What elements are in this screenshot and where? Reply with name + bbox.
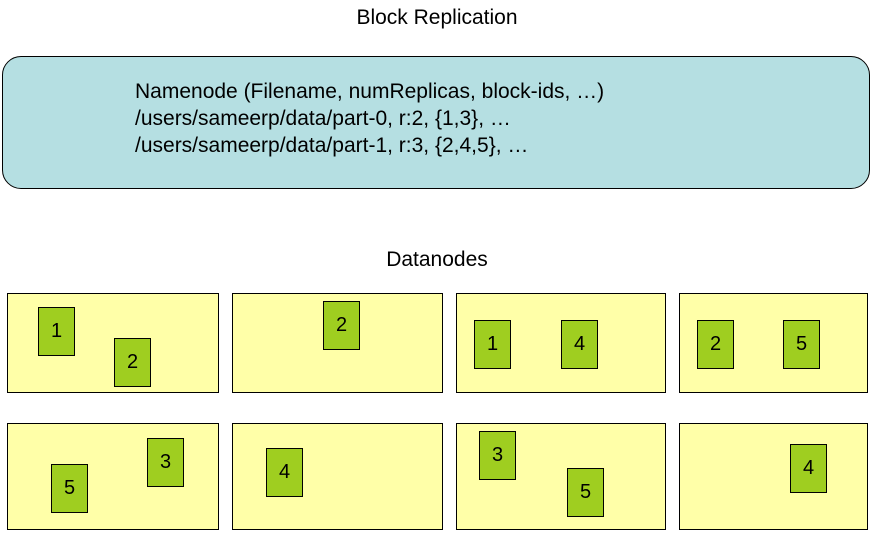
namenode-box xyxy=(2,56,870,189)
block-replica: 1 xyxy=(474,320,511,369)
block-replica: 3 xyxy=(147,438,184,487)
block-replica: 4 xyxy=(266,448,303,497)
block-replica: 2 xyxy=(114,338,151,387)
namenode-line-part-1: /users/sameerp/data/part-1, r:3, {2,4,5}… xyxy=(135,134,529,157)
page-title: Block Replication xyxy=(356,6,518,29)
block-replica: 5 xyxy=(51,464,88,513)
block-replica: 2 xyxy=(697,320,734,369)
block-replica: 5 xyxy=(783,320,820,369)
block-replica: 5 xyxy=(567,468,604,517)
namenode-line-part-0: /users/sameerp/data/part-0, r:2, {1,3}, … xyxy=(135,107,511,130)
datanode-6: 4 xyxy=(232,423,443,530)
datanodes-label: Datanodes xyxy=(386,248,488,271)
block-replica: 1 xyxy=(38,307,75,356)
namenode-line-header: Namenode (Filename, numReplicas, block-i… xyxy=(135,80,605,103)
block-replica: 3 xyxy=(479,431,516,480)
block-replica: 2 xyxy=(323,301,360,350)
block-replica: 4 xyxy=(561,320,598,369)
datanode-8: 4 xyxy=(679,423,868,530)
namenode-metadata-text: Namenode (Filename, numReplicas, block-i… xyxy=(135,78,604,159)
datanode-2: 2 xyxy=(232,293,443,393)
block-replica: 4 xyxy=(790,444,827,493)
